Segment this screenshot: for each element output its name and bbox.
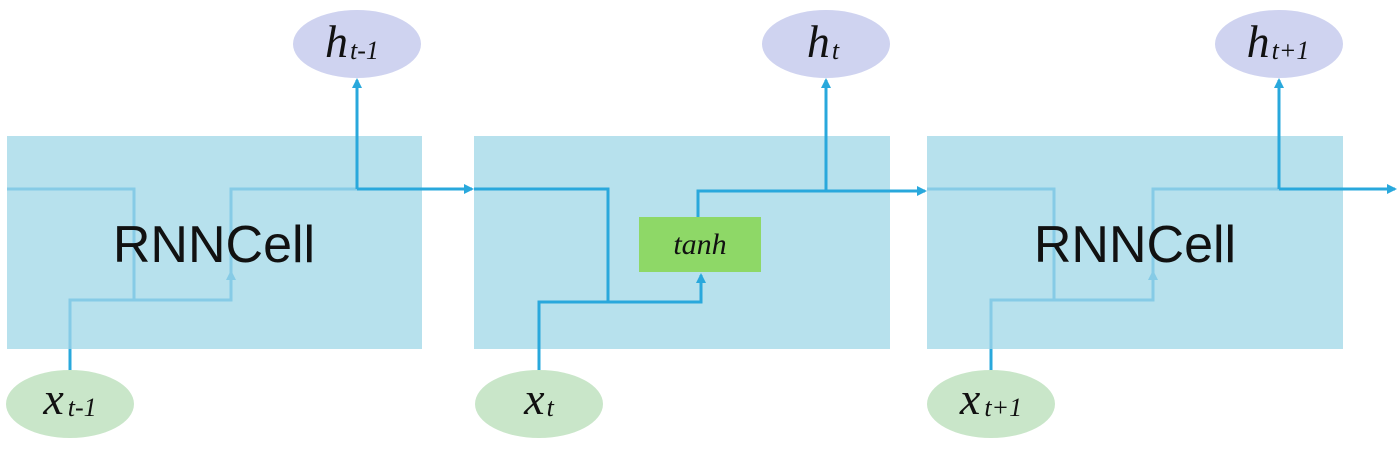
output-symbol-2: h <box>807 16 830 67</box>
output-subscript-1: t-1 <box>350 36 379 65</box>
input-wire-2 <box>537 273 706 400</box>
output-symbol-3: h <box>1247 16 1270 67</box>
tanh-box <box>639 217 761 272</box>
output-subscript-2: t <box>832 36 840 65</box>
cell-1-inner-wiring <box>7 187 357 349</box>
output-subscript-3: t+1 <box>1272 36 1310 65</box>
input-symbol-1: x <box>42 373 64 424</box>
input-subscript-2: t <box>547 393 555 422</box>
svg-text:xt+1: xt+1 <box>959 373 1022 424</box>
output-symbol-1: h <box>325 16 348 67</box>
hidden-in-wire-2 <box>474 187 610 302</box>
svg-text:xt: xt <box>523 373 554 424</box>
svg-text:ht-1: ht-1 <box>325 16 379 67</box>
tanh-out-wire <box>696 189 826 217</box>
svg-text:ht: ht <box>807 16 840 67</box>
tanh-activation: tanh <box>639 217 761 272</box>
cell-3-inner-wiring <box>927 187 1279 349</box>
input-node-2: xt <box>475 370 603 438</box>
input-subscript-1: t-1 <box>68 393 97 422</box>
svg-text:ht+1: ht+1 <box>1247 16 1310 67</box>
cell-label-1: RNNCell <box>113 216 315 274</box>
cell-label-3: RNNCell <box>1034 216 1236 274</box>
output-node-2: ht <box>762 10 890 78</box>
cell-2-wires <box>474 78 927 400</box>
rnn-cell-box-1 <box>7 136 422 349</box>
input-symbol-3: x <box>959 373 981 424</box>
input-subscript-3: t+1 <box>984 393 1022 422</box>
tanh-label: tanh <box>673 228 726 261</box>
output-node-3: ht+1 <box>1215 10 1343 78</box>
rnn-cell-box-3 <box>927 136 1343 349</box>
output-node-1: ht-1 <box>293 10 421 78</box>
svg-text:xt-1: xt-1 <box>42 373 96 424</box>
input-symbol-2: x <box>523 373 545 424</box>
